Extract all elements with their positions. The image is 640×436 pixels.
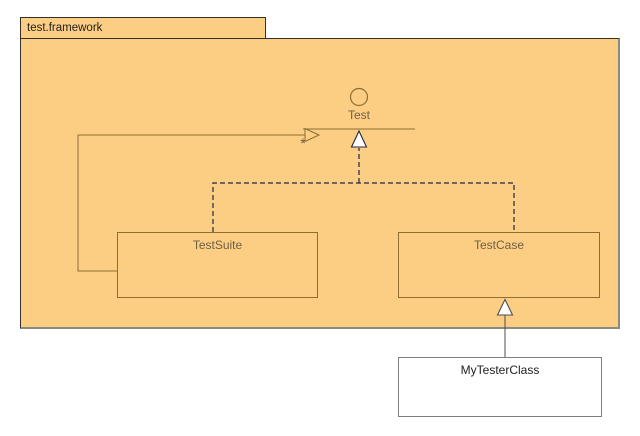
association-multiplicity: * bbox=[300, 135, 306, 151]
class-node-testsuite: TestSuite bbox=[117, 232, 318, 298]
class-name: MyTesterClass bbox=[460, 363, 540, 377]
package-tab: test.framework bbox=[20, 17, 266, 38]
package-name: test.framework bbox=[27, 22, 103, 34]
class-node-testcase: TestCase bbox=[398, 232, 600, 298]
class-node-mytesterclass: MyTesterClass bbox=[398, 357, 602, 417]
class-name: TestSuite bbox=[192, 238, 243, 252]
class-name: TestCase bbox=[473, 238, 525, 252]
interface-name: Test bbox=[347, 108, 370, 122]
